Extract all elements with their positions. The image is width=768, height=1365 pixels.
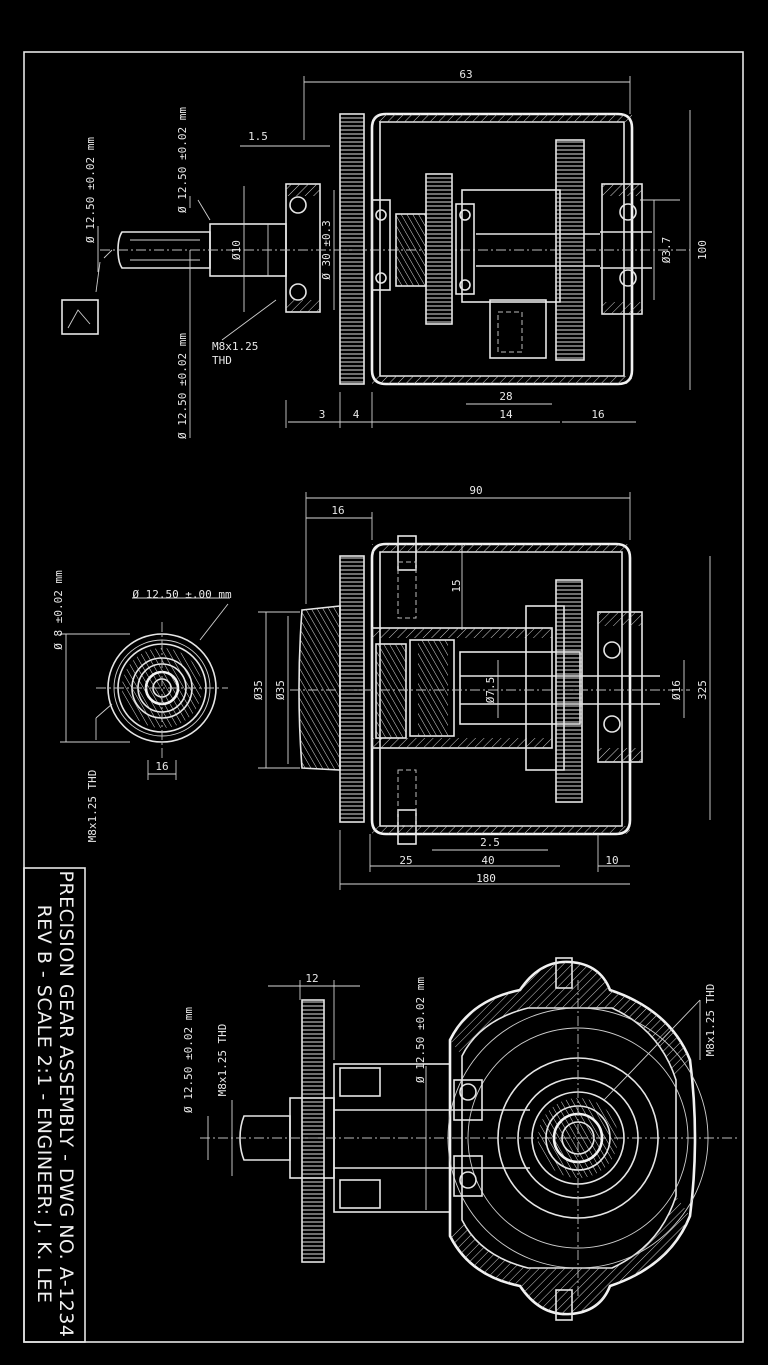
bottom-view-labels: 12 Ø 12.50 ±0.02 mm Ø 12.50 ±0.02 mm M8x… bbox=[182, 972, 717, 1113]
dim-bottom-tol-a: Ø 12.50 ±0.02 mm bbox=[182, 1007, 195, 1113]
dim-end-left: Ø 8 ±0.02 mm bbox=[52, 570, 65, 650]
middle-view-labels: 90 16 15 325 Ø16 Ø35 Ø35 Ø7.5 25 2.5 40 … bbox=[252, 484, 709, 885]
dim-16: 16 bbox=[591, 408, 604, 421]
dim-325: 325 bbox=[696, 680, 709, 700]
thread-end: M8x1.25 THD bbox=[86, 770, 99, 843]
dim-3: 3 bbox=[319, 408, 326, 421]
dim-end-top: Ø 12.50 ±.00 mm bbox=[132, 588, 232, 601]
dim-d7: Ø7.5 bbox=[484, 677, 497, 704]
thread-callout-thd: THD bbox=[212, 354, 232, 367]
dim-16-mid: 16 bbox=[331, 504, 344, 517]
sheet-border bbox=[23, 51, 744, 1343]
dim-90: 90 bbox=[469, 484, 482, 497]
dim-d37: Ø3.7 bbox=[660, 237, 673, 264]
dim-d35a: Ø35 bbox=[252, 680, 265, 700]
dim-63: 63 bbox=[459, 68, 472, 81]
dim-2-5: 2.5 bbox=[480, 836, 500, 849]
end-view-labels: Ø 12.50 ±.00 mm Ø 8 ±0.02 mm 16 M8x1.25 … bbox=[52, 570, 232, 843]
dim-4: 4 bbox=[353, 408, 360, 421]
dim-40: 40 bbox=[481, 854, 494, 867]
top-view-labels: 63 1.5 Ø10 Ø 30 ±0.3 Ø3.7 100 Ø 12.50 ±0… bbox=[84, 68, 709, 439]
dim-12: 12 bbox=[305, 972, 318, 985]
title-line-2: REV B - SCALE 2:1 - ENGINEER: J. K. LEE bbox=[33, 905, 55, 1304]
dim-10: 10 bbox=[605, 854, 618, 867]
end-view-bearing bbox=[60, 597, 230, 780]
title-block: PRECISION GEAR ASSEMBLY - DWG NO. A-1234… bbox=[33, 871, 77, 1338]
bottom-assembly-view bbox=[200, 957, 740, 1321]
dim-shaft-tol: Ø 12.50 ±0.02 mm bbox=[84, 137, 97, 243]
title-line-1: PRECISION GEAR ASSEMBLY - DWG NO. A-1234 bbox=[55, 871, 77, 1338]
dim-d30: Ø 30 ±0.3 bbox=[320, 220, 333, 280]
thread-bottom-a: M8x1.25 THD bbox=[216, 1024, 229, 1097]
dim-d16: Ø16 bbox=[670, 680, 683, 700]
dim-25: 25 bbox=[399, 854, 412, 867]
dim-14: 14 bbox=[499, 408, 513, 421]
title-block-frame bbox=[23, 867, 86, 1343]
top-section-view bbox=[61, 76, 691, 438]
dim-d10: Ø10 bbox=[230, 240, 243, 260]
dim-d35b: Ø35 bbox=[274, 680, 287, 700]
dim-lower-tol: Ø 12.50 ±0.02 mm bbox=[176, 333, 189, 439]
dim-1-5: 1.5 bbox=[248, 130, 268, 143]
dim-15: 15 bbox=[450, 579, 463, 592]
thread-bottom-b: M8x1.25 THD bbox=[704, 984, 717, 1057]
dim-180: 180 bbox=[476, 872, 496, 885]
dim-end-bottom: 16 bbox=[155, 760, 168, 773]
middle-section-view bbox=[258, 492, 711, 890]
dim-28: 28 bbox=[499, 390, 512, 403]
dim-neck-tol: Ø 12.50 ±0.02 mm bbox=[176, 107, 189, 213]
dim-bottom-tol-b: Ø 12.50 ±0.02 mm bbox=[414, 977, 427, 1083]
thread-callout: M8x1.25 bbox=[212, 340, 258, 353]
dim-100: 100 bbox=[696, 240, 709, 260]
